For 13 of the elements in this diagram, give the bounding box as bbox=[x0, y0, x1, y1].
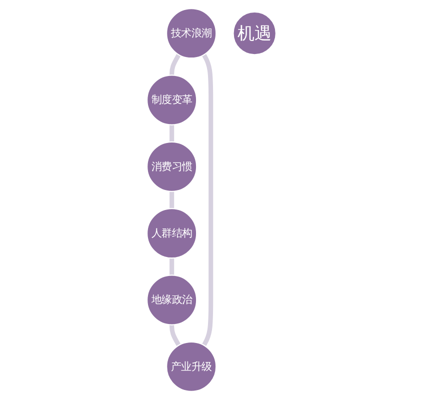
connector bbox=[170, 124, 174, 143]
node-circle: 消费习惯 bbox=[146, 141, 198, 192]
connector bbox=[170, 257, 174, 276]
connector bbox=[202, 54, 214, 346]
node-circle: 人群结构 bbox=[146, 208, 198, 259]
node-circle: 地缘政治 bbox=[146, 274, 198, 326]
node-circle: 制度变革 bbox=[146, 74, 198, 126]
connector bbox=[170, 54, 181, 76]
node-circle: 机遇 bbox=[232, 11, 277, 56]
node-circle: 技术浪潮 bbox=[166, 8, 217, 59]
connector bbox=[170, 190, 174, 210]
node-circle: 产业升级 bbox=[166, 341, 217, 392]
connector bbox=[170, 324, 181, 346]
